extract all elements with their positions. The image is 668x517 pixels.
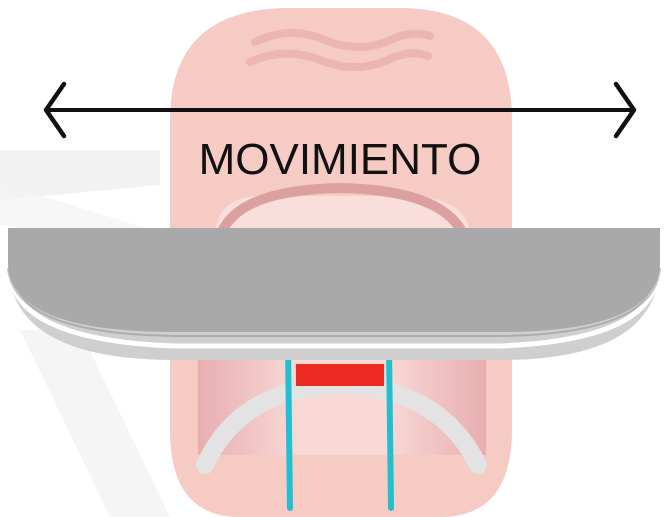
arrow-head-right — [613, 81, 637, 139]
arrow-head-left — [43, 81, 67, 139]
cut-marker — [296, 364, 384, 386]
movement-arrow — [43, 81, 637, 139]
fingertip-area — [196, 345, 487, 474]
guide-line-right — [386, 345, 394, 511]
nail-bed-rim — [217, 182, 467, 235]
movement-label: MOVIMIENTO — [199, 135, 482, 184]
knuckle-wrinkle — [246, 49, 432, 72]
guide-line-left — [285, 345, 293, 511]
blade-highlight — [7, 267, 661, 349]
nail-bed — [215, 196, 470, 238]
clipper-blade — [7, 228, 661, 360]
blade-lower-edge — [7, 267, 661, 337]
blade-top — [8, 228, 660, 332]
fingertip-shading — [198, 345, 486, 455]
knuckle-wrinkle — [251, 28, 434, 52]
cut-guides — [285, 345, 394, 511]
